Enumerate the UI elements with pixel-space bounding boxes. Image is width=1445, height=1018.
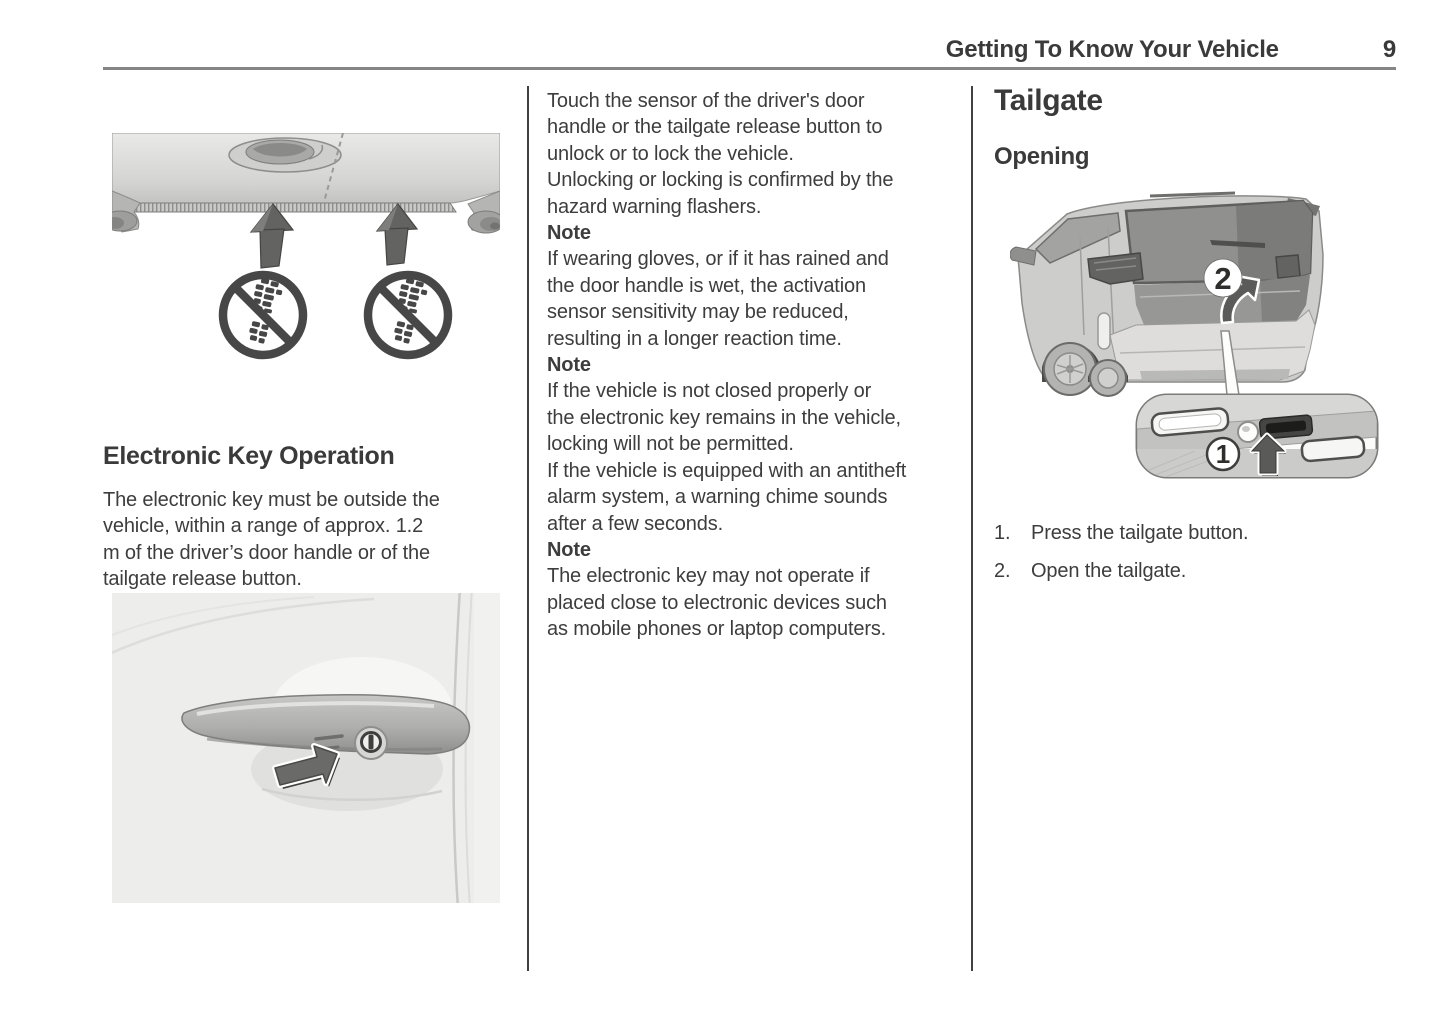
rear-camera	[1237, 421, 1259, 443]
paragraph: If wearing gloves, or if it has rained a…	[547, 248, 889, 350]
note-label: Note	[547, 222, 591, 245]
tailgate-steps-list: 1. Press the tailgate button. 2. Open th…	[994, 521, 1394, 597]
tailgate-button	[1258, 414, 1314, 440]
open-arrow-icon	[1220, 274, 1261, 325]
taillight-right	[1275, 254, 1301, 279]
key-cylinder	[354, 726, 388, 760]
front-wheel	[1088, 359, 1128, 397]
suv-rear-illustration	[1010, 191, 1324, 397]
side-mirror	[1010, 246, 1037, 266]
page-header: Getting To Know Your Vehicle 9	[103, 36, 1396, 64]
list-item: 1. Press the tailgate button.	[994, 521, 1394, 546]
middle-column-text: Touch the sensor of the driver's door ha…	[547, 88, 975, 643]
paragraph: Unlocking or locking is confirmed by the…	[547, 169, 894, 218]
up-arrow-icon	[249, 203, 295, 269]
license-lamp	[1150, 407, 1230, 437]
car-side-panel	[112, 133, 500, 234]
note-label: Note	[547, 354, 591, 377]
header-rule	[103, 67, 1396, 70]
right-corner-detail	[467, 190, 500, 234]
chapter-heading: Tailgate	[994, 84, 1103, 117]
door-sill-no-step-figure	[112, 133, 500, 363]
up-arrow-icon	[375, 203, 419, 266]
rear-bumper	[1109, 309, 1316, 381]
paragraph: The electronic key may not operate if pl…	[547, 565, 887, 641]
page-number: 9	[1382, 36, 1396, 63]
svg-text:2: 2	[1214, 261, 1231, 296]
license-lamp	[1300, 435, 1366, 463]
list-item-number: 1.	[994, 522, 1011, 544]
door-handle	[181, 694, 471, 755]
svg-text:1: 1	[1216, 439, 1230, 469]
door-handle-sensor-figure	[112, 593, 500, 903]
reflector	[1097, 312, 1111, 350]
column-divider-right	[971, 86, 973, 971]
list-item-text: Press the tailgate button.	[1031, 522, 1249, 544]
callout-1-badge: 1	[1205, 436, 1241, 472]
rear-wheel	[1042, 342, 1100, 396]
paragraph: If the vehicle is equipped with an antit…	[547, 459, 907, 535]
tailgate-trim-inset: 1	[1135, 393, 1379, 479]
left-corner-detail	[112, 190, 141, 233]
column-divider-left	[527, 86, 529, 971]
no-step-icon	[223, 275, 303, 355]
rear-wiper	[1210, 240, 1265, 248]
subsection-heading: Opening	[994, 143, 1090, 170]
header-title: Getting To Know Your Vehicle	[945, 36, 1279, 63]
no-step-icon	[368, 275, 448, 355]
section-heading: Electronic Key Operation	[103, 442, 395, 470]
list-item: 2. Open the tailgate.	[994, 559, 1394, 584]
list-item-number: 2.	[994, 560, 1011, 582]
section-intro-paragraph: The electronic key must be outside the v…	[103, 489, 440, 591]
paragraph: Touch the sensor of the driver's door ha…	[547, 90, 883, 165]
sill-trim-strip	[133, 202, 457, 213]
roof-rail	[1149, 191, 1236, 198]
press-up-arrow-icon	[1249, 432, 1287, 476]
callout-2-badge: 2	[1203, 258, 1243, 298]
door-seam-line	[323, 133, 344, 203]
door-seams	[1079, 226, 1115, 348]
press-arrow-icon	[272, 743, 340, 789]
side-window	[1034, 212, 1121, 264]
paragraph: If the vehicle is not closed properly or…	[547, 380, 901, 456]
note-label: Note	[547, 538, 591, 561]
list-item-text: Open the tailgate.	[1031, 560, 1187, 582]
suv-tailgate-figure: 2	[1010, 191, 1379, 479]
